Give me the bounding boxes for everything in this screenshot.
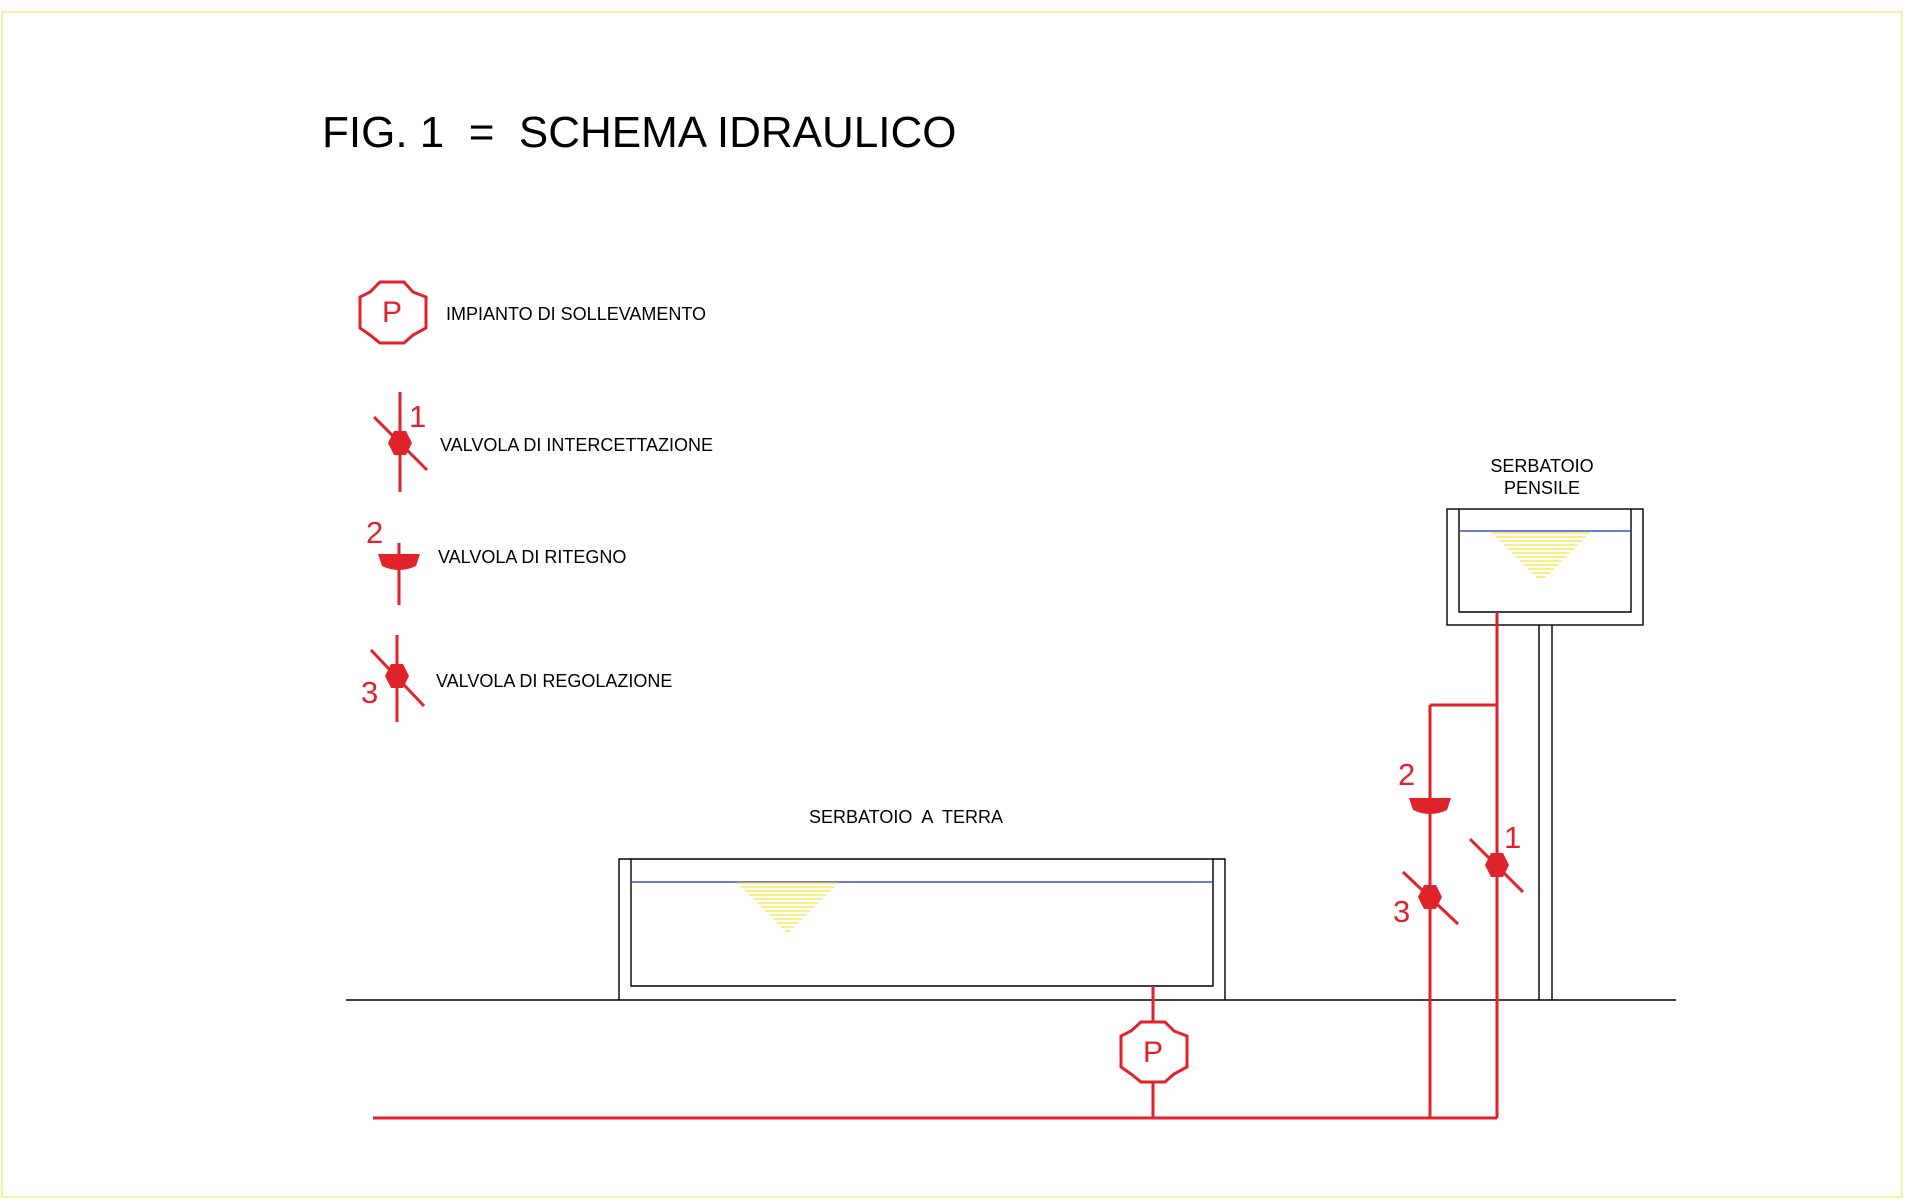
elevated-tank-label-line1: SERBATOIO — [1490, 456, 1593, 476]
svg-text:P: P — [1143, 1036, 1163, 1069]
legend-check-valve-icon — [378, 543, 420, 605]
legend-pump-label: IMPIANTO DI SOLLEVAMENTO — [446, 304, 706, 324]
legend-valve3-label: VALVOLA DI REGOLAZIONE — [436, 671, 672, 691]
elevated-tank-water-marker — [1492, 532, 1590, 578]
legend-valve2-label: VALVOLA DI RITEGNO — [438, 547, 626, 567]
regulating-valve-icon — [1401, 870, 1460, 926]
legend-valve3-number: 3 — [361, 675, 378, 710]
legend-valve2-number: 2 — [366, 515, 383, 550]
legend-pump-icon: P — [358, 280, 428, 345]
legend-regulating-valve-icon — [369, 635, 426, 722]
svg-text:P: P — [382, 296, 402, 329]
ground-tank-label: SERBATOIO A TERRA — [809, 807, 1003, 827]
elevated-tank-support — [1538, 625, 1553, 1000]
regulating-valve-number: 3 — [1393, 894, 1410, 929]
check-valve-number: 2 — [1398, 757, 1415, 792]
shutoff-valve-number: 1 — [1504, 820, 1521, 855]
elevated-tank — [1446, 508, 1644, 1000]
pump-icon: P — [1119, 1020, 1189, 1084]
legend-shutoff-valve-icon — [372, 392, 429, 492]
drawing-frame — [1, 11, 1903, 1198]
legend-valve1-label: VALVOLA DI INTERCETTAZIONE — [440, 435, 713, 455]
legend-valve1-number: 1 — [409, 399, 426, 434]
ground-tank — [618, 858, 1226, 1000]
elevated-tank-label-line2: PENSILE — [1504, 478, 1580, 498]
figure-title: FIG. 1 = SCHEMA IDRAULICO — [322, 108, 956, 157]
check-valve-icon — [1409, 798, 1451, 814]
shutoff-valve-icon — [1468, 837, 1525, 894]
ground-tank-water-marker — [737, 882, 838, 932]
legend: P IMPIANTO DI SOLLEVAMENTO 1 VALVOLA DI … — [358, 280, 713, 722]
